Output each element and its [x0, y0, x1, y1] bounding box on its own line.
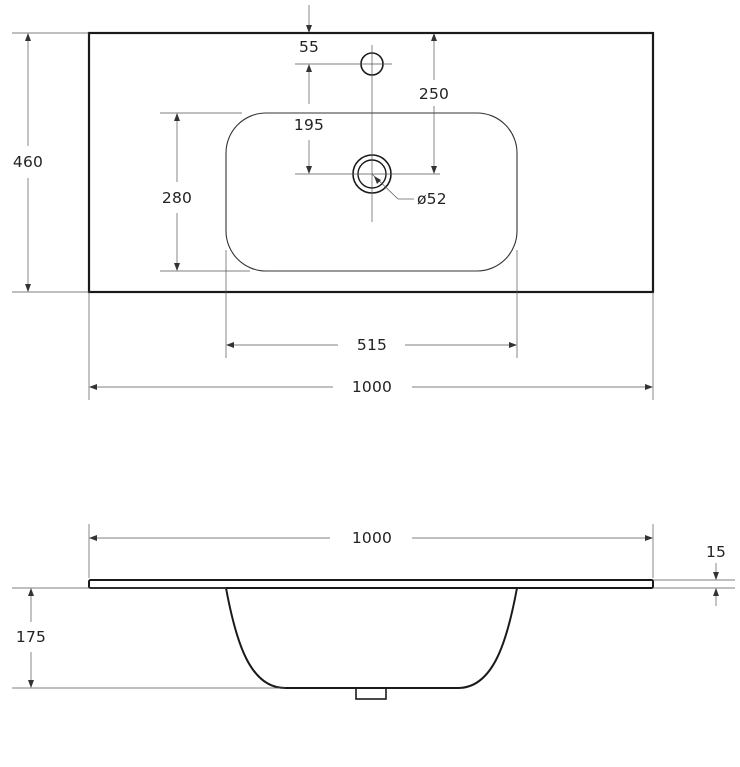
dim-drain-diameter: ø52: [417, 190, 447, 208]
dim-tap-offset: 55: [299, 38, 319, 56]
dim-width-top: 1000: [352, 378, 392, 396]
dim-bowl-height: 175: [16, 628, 46, 646]
drain-stub: [355, 687, 387, 700]
dim-depth: 460: [13, 153, 43, 171]
bowl-profile: [225, 587, 518, 689]
dim-tap-to-drain: 250: [419, 85, 449, 103]
dim-bowl-width: 515: [357, 336, 387, 354]
countertop-slab: [88, 579, 654, 589]
bowl-outline: [225, 112, 518, 272]
dim-width-side: 1000: [352, 529, 392, 547]
countertop-outline: [87, 31, 655, 294]
dim-bowl-depth: 280: [162, 189, 192, 207]
dim-slab-thickness: 15: [706, 543, 726, 561]
side-view: 1000 175 15: [12, 524, 735, 700]
dim-rim-to-drain: 195: [294, 116, 324, 134]
top-view: 55 195 250 ø52 460 280: [12, 5, 655, 400]
